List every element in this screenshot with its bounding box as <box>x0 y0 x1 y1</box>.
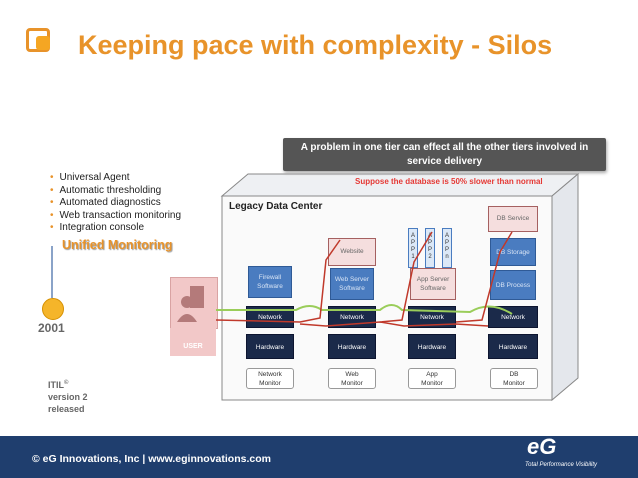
timeline-year: 2001 <box>38 321 65 335</box>
monitor-label: Monitor <box>503 379 525 387</box>
datacenter-label: Legacy Data Center <box>229 201 323 212</box>
hardware-block: Hardware <box>488 334 538 359</box>
timeline-dot <box>42 298 64 320</box>
app-n-block: A P P n <box>442 228 452 268</box>
itil-sup: © <box>64 380 69 386</box>
firewall-software-block: Firewall Software <box>248 266 292 298</box>
hardware-block: Hardware <box>408 334 456 359</box>
callout-line1: A problem in one tier can effect all the… <box>300 142 589 153</box>
itil-note: ITIL© version 2 released <box>48 377 88 415</box>
web-monitor[interactable]: Web Monitor <box>328 368 376 389</box>
website-block: Website <box>328 238 376 266</box>
network-monitor[interactable]: Network Monitor <box>246 368 294 389</box>
list-item: Universal Agent <box>50 172 181 185</box>
footer-bar <box>0 436 638 478</box>
brand-tagline: Total Performance Visibility <box>525 462 598 468</box>
callout-line2: service delivery <box>406 156 483 167</box>
itil-line2: version 2 <box>48 392 88 402</box>
app-2-block: A P P 2 <box>425 228 435 268</box>
web-server-block: Web Server Software <box>330 268 374 300</box>
user-icon <box>170 277 218 329</box>
network-block: Network <box>328 306 376 328</box>
block-label: Web Server <box>334 276 370 283</box>
feature-list: Universal Agent Automatic thresholding A… <box>50 172 182 235</box>
footer-text: © eG Innovations, Inc | www.eginnovation… <box>32 453 271 465</box>
block-label: App Server <box>416 276 450 283</box>
page-title: Keeping pace with complexity - Silos <box>78 30 553 60</box>
user-label: USER <box>183 343 203 350</box>
itil-line1: ITIL <box>48 380 64 390</box>
datacenter-frame <box>220 172 580 402</box>
itil-line3: released <box>48 404 85 414</box>
monitor-label: Web <box>345 371 359 378</box>
db-service-block: DB Service <box>488 206 538 232</box>
monitor-label: Network <box>258 371 282 378</box>
block-label: Software <box>339 285 365 292</box>
db-storage-block: DB Storage <box>490 238 536 266</box>
network-block: Network <box>246 306 294 328</box>
app-1-block: A P P 1 <box>408 228 418 268</box>
unified-monitoring-label: Unified Monitoring <box>62 238 173 252</box>
brand-logo: eG <box>527 434 557 459</box>
monitor-label: Monitor <box>259 379 281 387</box>
network-block: Network <box>408 306 456 328</box>
monitor-label: App <box>426 371 438 378</box>
db-monitor[interactable]: DB Monitor <box>490 368 538 389</box>
list-item: Automated diagnostics <box>50 197 181 210</box>
hardware-block: Hardware <box>246 334 294 359</box>
block-label: Software <box>420 285 446 292</box>
logo-accent-icon <box>36 36 50 50</box>
list-item: Web transaction monitoring <box>50 210 182 223</box>
suppose-note: Suppose the database is 50% slower than … <box>355 177 543 186</box>
monitor-label: Monitor <box>421 379 443 387</box>
block-label: Firewall <box>258 274 282 281</box>
monitor-label: Monitor <box>341 379 363 387</box>
problem-callout: A problem in one tier can effect all the… <box>283 138 606 171</box>
app-server-block: App Server Software <box>410 268 456 300</box>
user-panel <box>170 328 216 356</box>
list-item: Automatic thresholding <box>50 185 181 198</box>
list-item: Integration console <box>50 222 181 235</box>
timeline-line <box>51 246 53 298</box>
db-process-block: DB Process <box>490 270 536 300</box>
monitor-label: DB <box>509 371 519 378</box>
app-monitor[interactable]: App Monitor <box>408 368 456 389</box>
block-label: Software <box>257 283 283 290</box>
network-block: Network <box>488 306 538 328</box>
hardware-block: Hardware <box>328 334 376 359</box>
